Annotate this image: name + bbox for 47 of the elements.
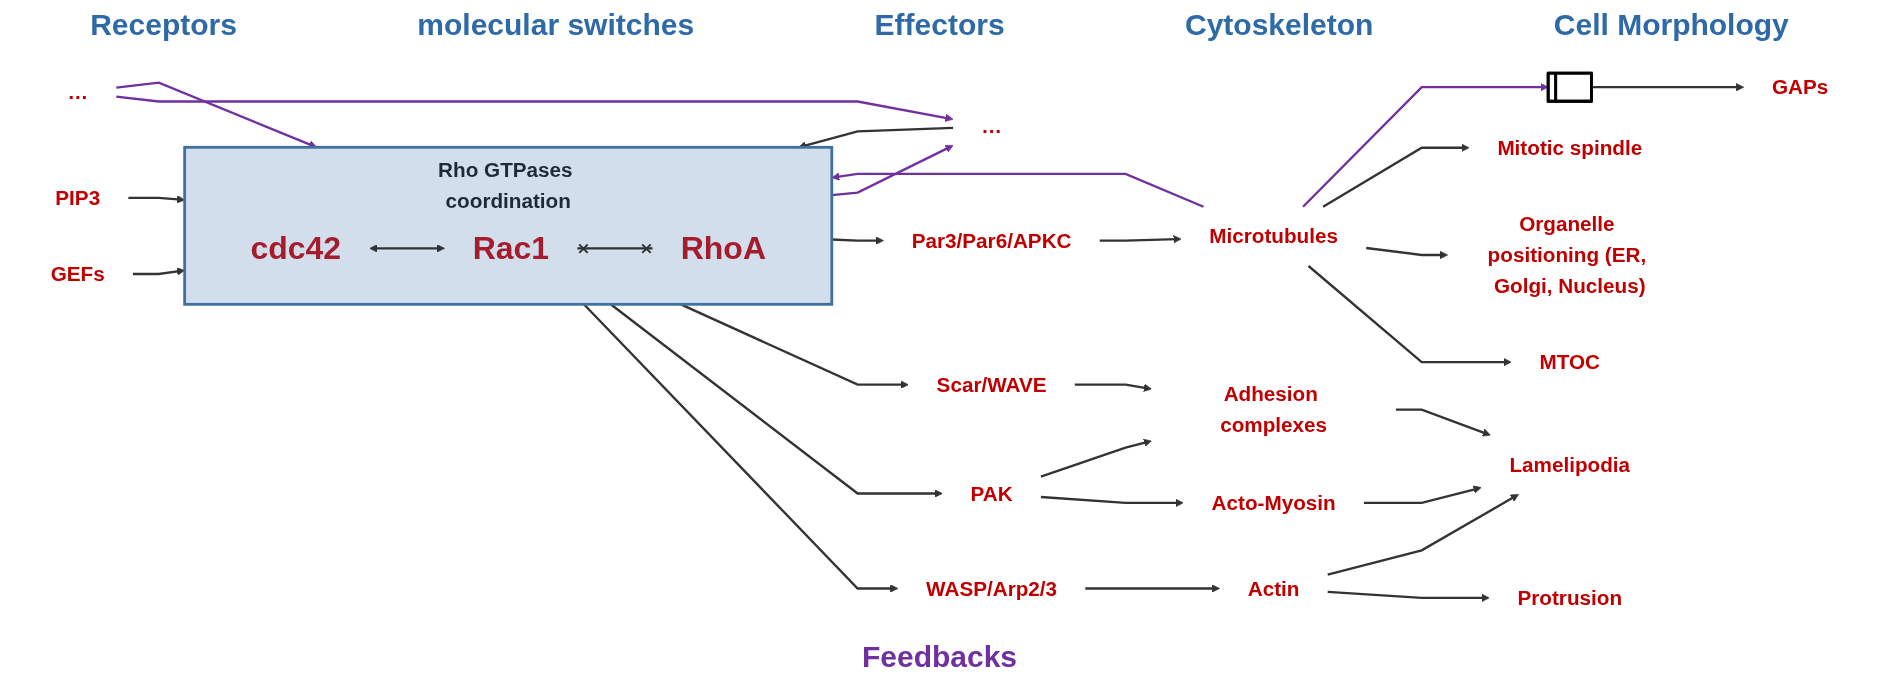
column-heading: Effectors <box>874 8 1005 42</box>
node-text: GEFs <box>50 262 105 286</box>
arrow <box>831 172 1204 208</box>
column-heading: molecular switches <box>417 8 695 42</box>
arrow <box>831 145 954 197</box>
node-text: MTOC <box>1539 350 1601 374</box>
node-text: Microtubules <box>1209 224 1339 249</box>
node-text: GAPs <box>1771 75 1829 99</box>
node-text: … <box>981 114 1002 139</box>
arrow <box>1099 235 1182 244</box>
arrow <box>369 244 445 253</box>
arrow <box>1322 143 1470 208</box>
node-text: RhoA <box>680 230 766 266</box>
node-text: Lamelipodia <box>1509 453 1631 477</box>
node-text: Scar/WAVE <box>936 372 1047 397</box>
node-text: WASP/Arp2/3 <box>926 576 1058 601</box>
node-text: Adhesion complexes <box>1220 382 1328 437</box>
arrow <box>1327 590 1490 602</box>
arrow <box>1307 265 1512 367</box>
arrow <box>1302 83 1549 208</box>
column-heading: Cell Morphology <box>1553 8 1789 42</box>
node-text: Organelle positioning (ER, Golgi, Nucleus) <box>1487 212 1647 298</box>
arrow <box>1363 485 1482 505</box>
node-text: … <box>67 80 89 104</box>
node-text: Protrusion <box>1517 586 1623 610</box>
node-text: Acto-Myosin <box>1211 491 1336 515</box>
arrow <box>1040 495 1184 508</box>
arrow <box>831 236 884 245</box>
feedback-label: Feedbacks <box>861 640 1018 674</box>
node-text: cdc42 <box>250 230 342 266</box>
arrow <box>1327 494 1519 576</box>
column-heading: Cytoskeleton <box>1185 8 1374 42</box>
arrow <box>1366 246 1448 260</box>
connector <box>577 243 653 254</box>
node-text: Par3/Par6/APKC <box>911 228 1072 253</box>
node-text: Actin <box>1247 576 1300 601</box>
arrow <box>1040 438 1152 478</box>
node-text: PIP3 <box>55 186 101 210</box>
arrow <box>1395 408 1491 437</box>
node-text: Rac1 <box>472 230 550 266</box>
arrow <box>1074 383 1152 392</box>
node-text: Mitotic spindle <box>1497 136 1643 160</box>
column-heading: Receptors <box>90 8 237 42</box>
arrow <box>1085 584 1220 593</box>
arrow <box>1591 83 1745 92</box>
arrow <box>116 95 954 122</box>
node-text: PAK <box>970 481 1013 506</box>
